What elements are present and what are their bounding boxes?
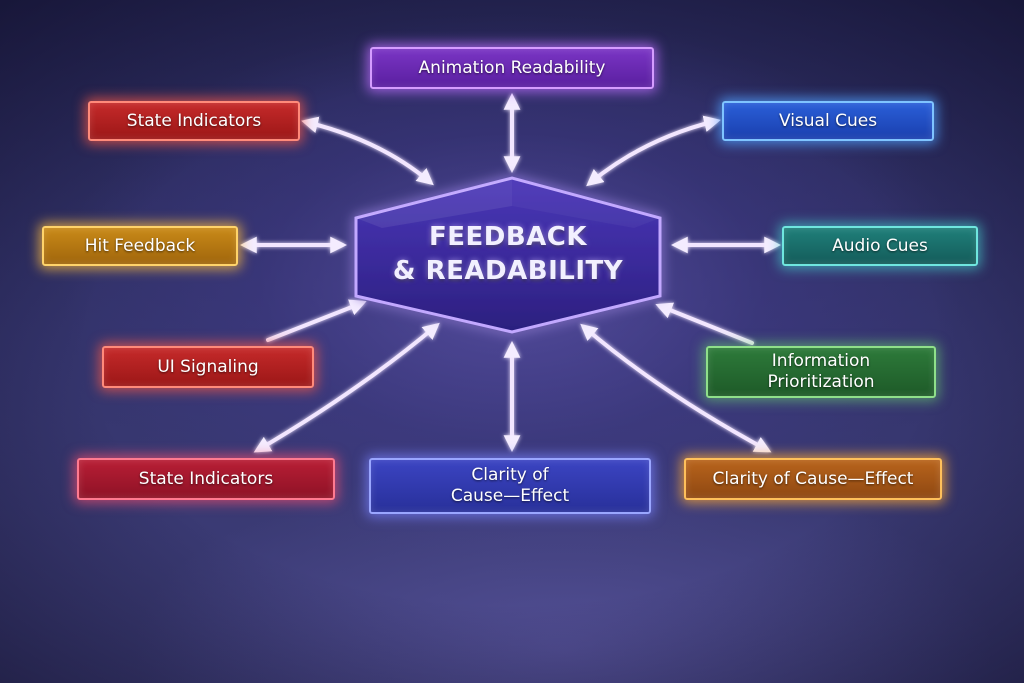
node-hit-feedback[interactable]: Hit Feedback	[42, 226, 238, 266]
hub-title-line1: FEEDBACK	[428, 222, 588, 252]
node-hit-feedback-label: Hit Feedback	[84, 235, 196, 256]
node-information-prioritization-line1: Information	[771, 351, 871, 371]
node-clarity-center[interactable]: Clarity of Cause—Effect	[369, 458, 651, 514]
node-state-indicators-top[interactable]: State Indicators	[88, 101, 300, 141]
node-audio-cues[interactable]: Audio Cues	[782, 226, 978, 266]
node-visual-cues-label: Visual Cues	[778, 110, 878, 131]
arrow-information-prioritization	[655, 302, 754, 345]
node-clarity-center-line2: Cause—Effect	[450, 486, 570, 506]
node-clarity-center-text: Clarity of Cause—Effect	[451, 465, 569, 507]
node-state-indicators-top-label: State Indicators	[126, 110, 262, 131]
node-ui-signaling[interactable]: UI Signaling	[102, 346, 314, 388]
node-state-indicators-bottom[interactable]: State Indicators	[77, 458, 335, 500]
node-animation-readability[interactable]: Animation Readability	[370, 47, 654, 89]
node-clarity-right[interactable]: Clarity of Cause—Effect	[684, 458, 942, 500]
node-state-indicators-bottom-label: State Indicators	[138, 468, 274, 489]
node-clarity-right-label: Clarity of Cause—Effect	[712, 468, 914, 489]
node-ui-signaling-label: UI Signaling	[157, 356, 259, 377]
arrow-visual-cues	[586, 115, 721, 187]
arrow-state-indicators-bottom	[253, 322, 440, 453]
hub-title-line2: & READABILITY	[392, 256, 624, 286]
hub-title: FEEDBACK & READABILITY	[352, 220, 664, 288]
node-information-prioritization[interactable]: Information Prioritization	[706, 346, 936, 398]
hub-shape	[354, 176, 662, 334]
arrow-ui-signaling	[266, 299, 367, 342]
node-clarity-center-line1: Clarity of	[471, 465, 549, 485]
node-information-prioritization-text: Information Prioritization	[767, 351, 874, 393]
node-animation-readability-label: Animation Readability	[418, 57, 606, 78]
node-visual-cues[interactable]: Visual Cues	[722, 101, 934, 141]
node-audio-cues-label: Audio Cues	[832, 235, 928, 256]
node-information-prioritization-line2: Prioritization	[767, 372, 875, 392]
arrow-state-indicators-top	[301, 116, 434, 186]
central-hub[interactable]: FEEDBACK & READABILITY	[352, 176, 664, 334]
arrow-clarity-right	[580, 323, 772, 453]
